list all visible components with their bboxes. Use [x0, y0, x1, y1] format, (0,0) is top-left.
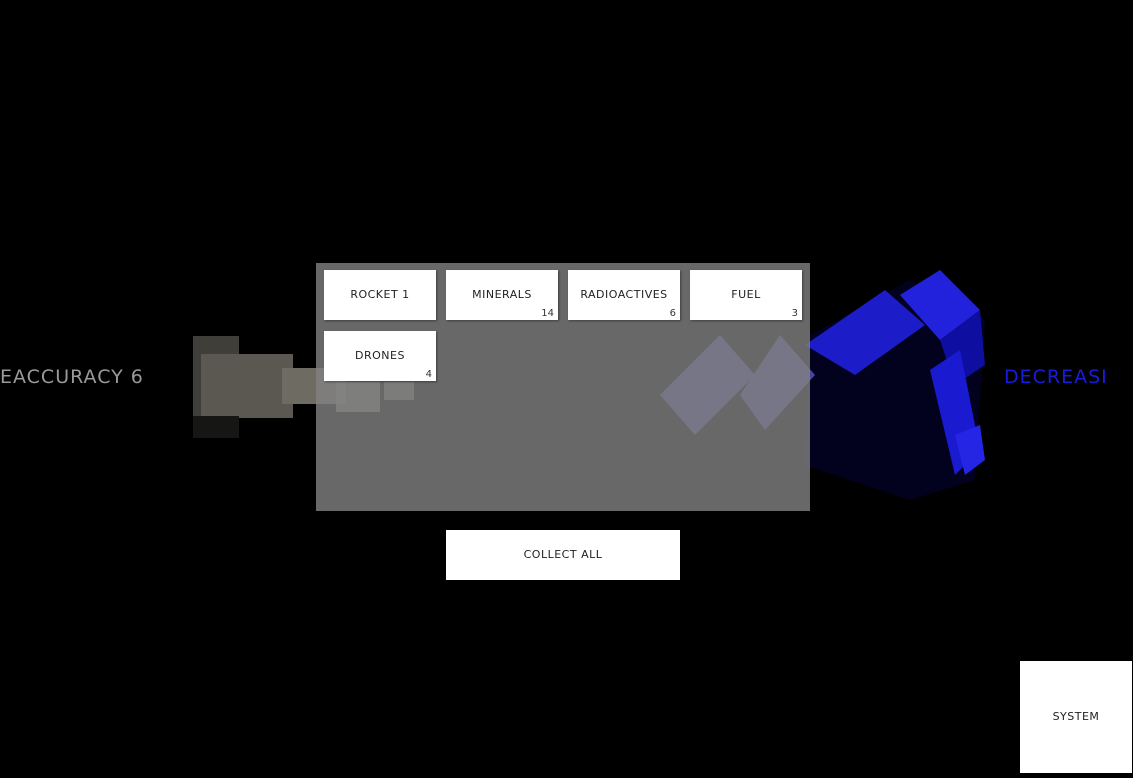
ship-shadow-block [193, 416, 239, 438]
enemy-stat-label: DECREASI [1004, 366, 1108, 388]
slot-count: 4 [425, 369, 432, 380]
slot-name: ROCKET 1 [350, 288, 410, 301]
collect-all-button[interactable]: COLLECT ALL [446, 530, 680, 580]
ship-body-block [201, 354, 293, 418]
system-button[interactable]: SYSTEM [1020, 661, 1132, 773]
slot-count: 3 [791, 308, 798, 319]
slot-name: RADIOACTIVES [580, 288, 668, 301]
inventory-slot-rocket[interactable]: ROCKET 1 [324, 270, 436, 320]
player-stat-label: EACCURACY 6 [0, 366, 144, 388]
inventory-slot-fuel[interactable]: FUEL 3 [690, 270, 802, 320]
enemy-ship-wing [955, 425, 985, 475]
slot-count: 6 [669, 308, 676, 319]
inventory-panel: ROCKET 1 MINERALS 14 RADIOACTIVES 6 FUEL… [316, 263, 810, 511]
enemy-ship-fin [900, 270, 980, 340]
inventory-slot-minerals[interactable]: MINERALS 14 [446, 270, 558, 320]
slot-name: DRONES [355, 349, 405, 362]
slot-count: 14 [541, 308, 554, 319]
enemy-ship-top-plate [805, 290, 925, 375]
slot-name: FUEL [731, 288, 761, 301]
inventory-slot-drones[interactable]: DRONES 4 [324, 331, 436, 381]
slot-name: MINERALS [472, 288, 532, 301]
inventory-slot-radioactives[interactable]: RADIOACTIVES 6 [568, 270, 680, 320]
